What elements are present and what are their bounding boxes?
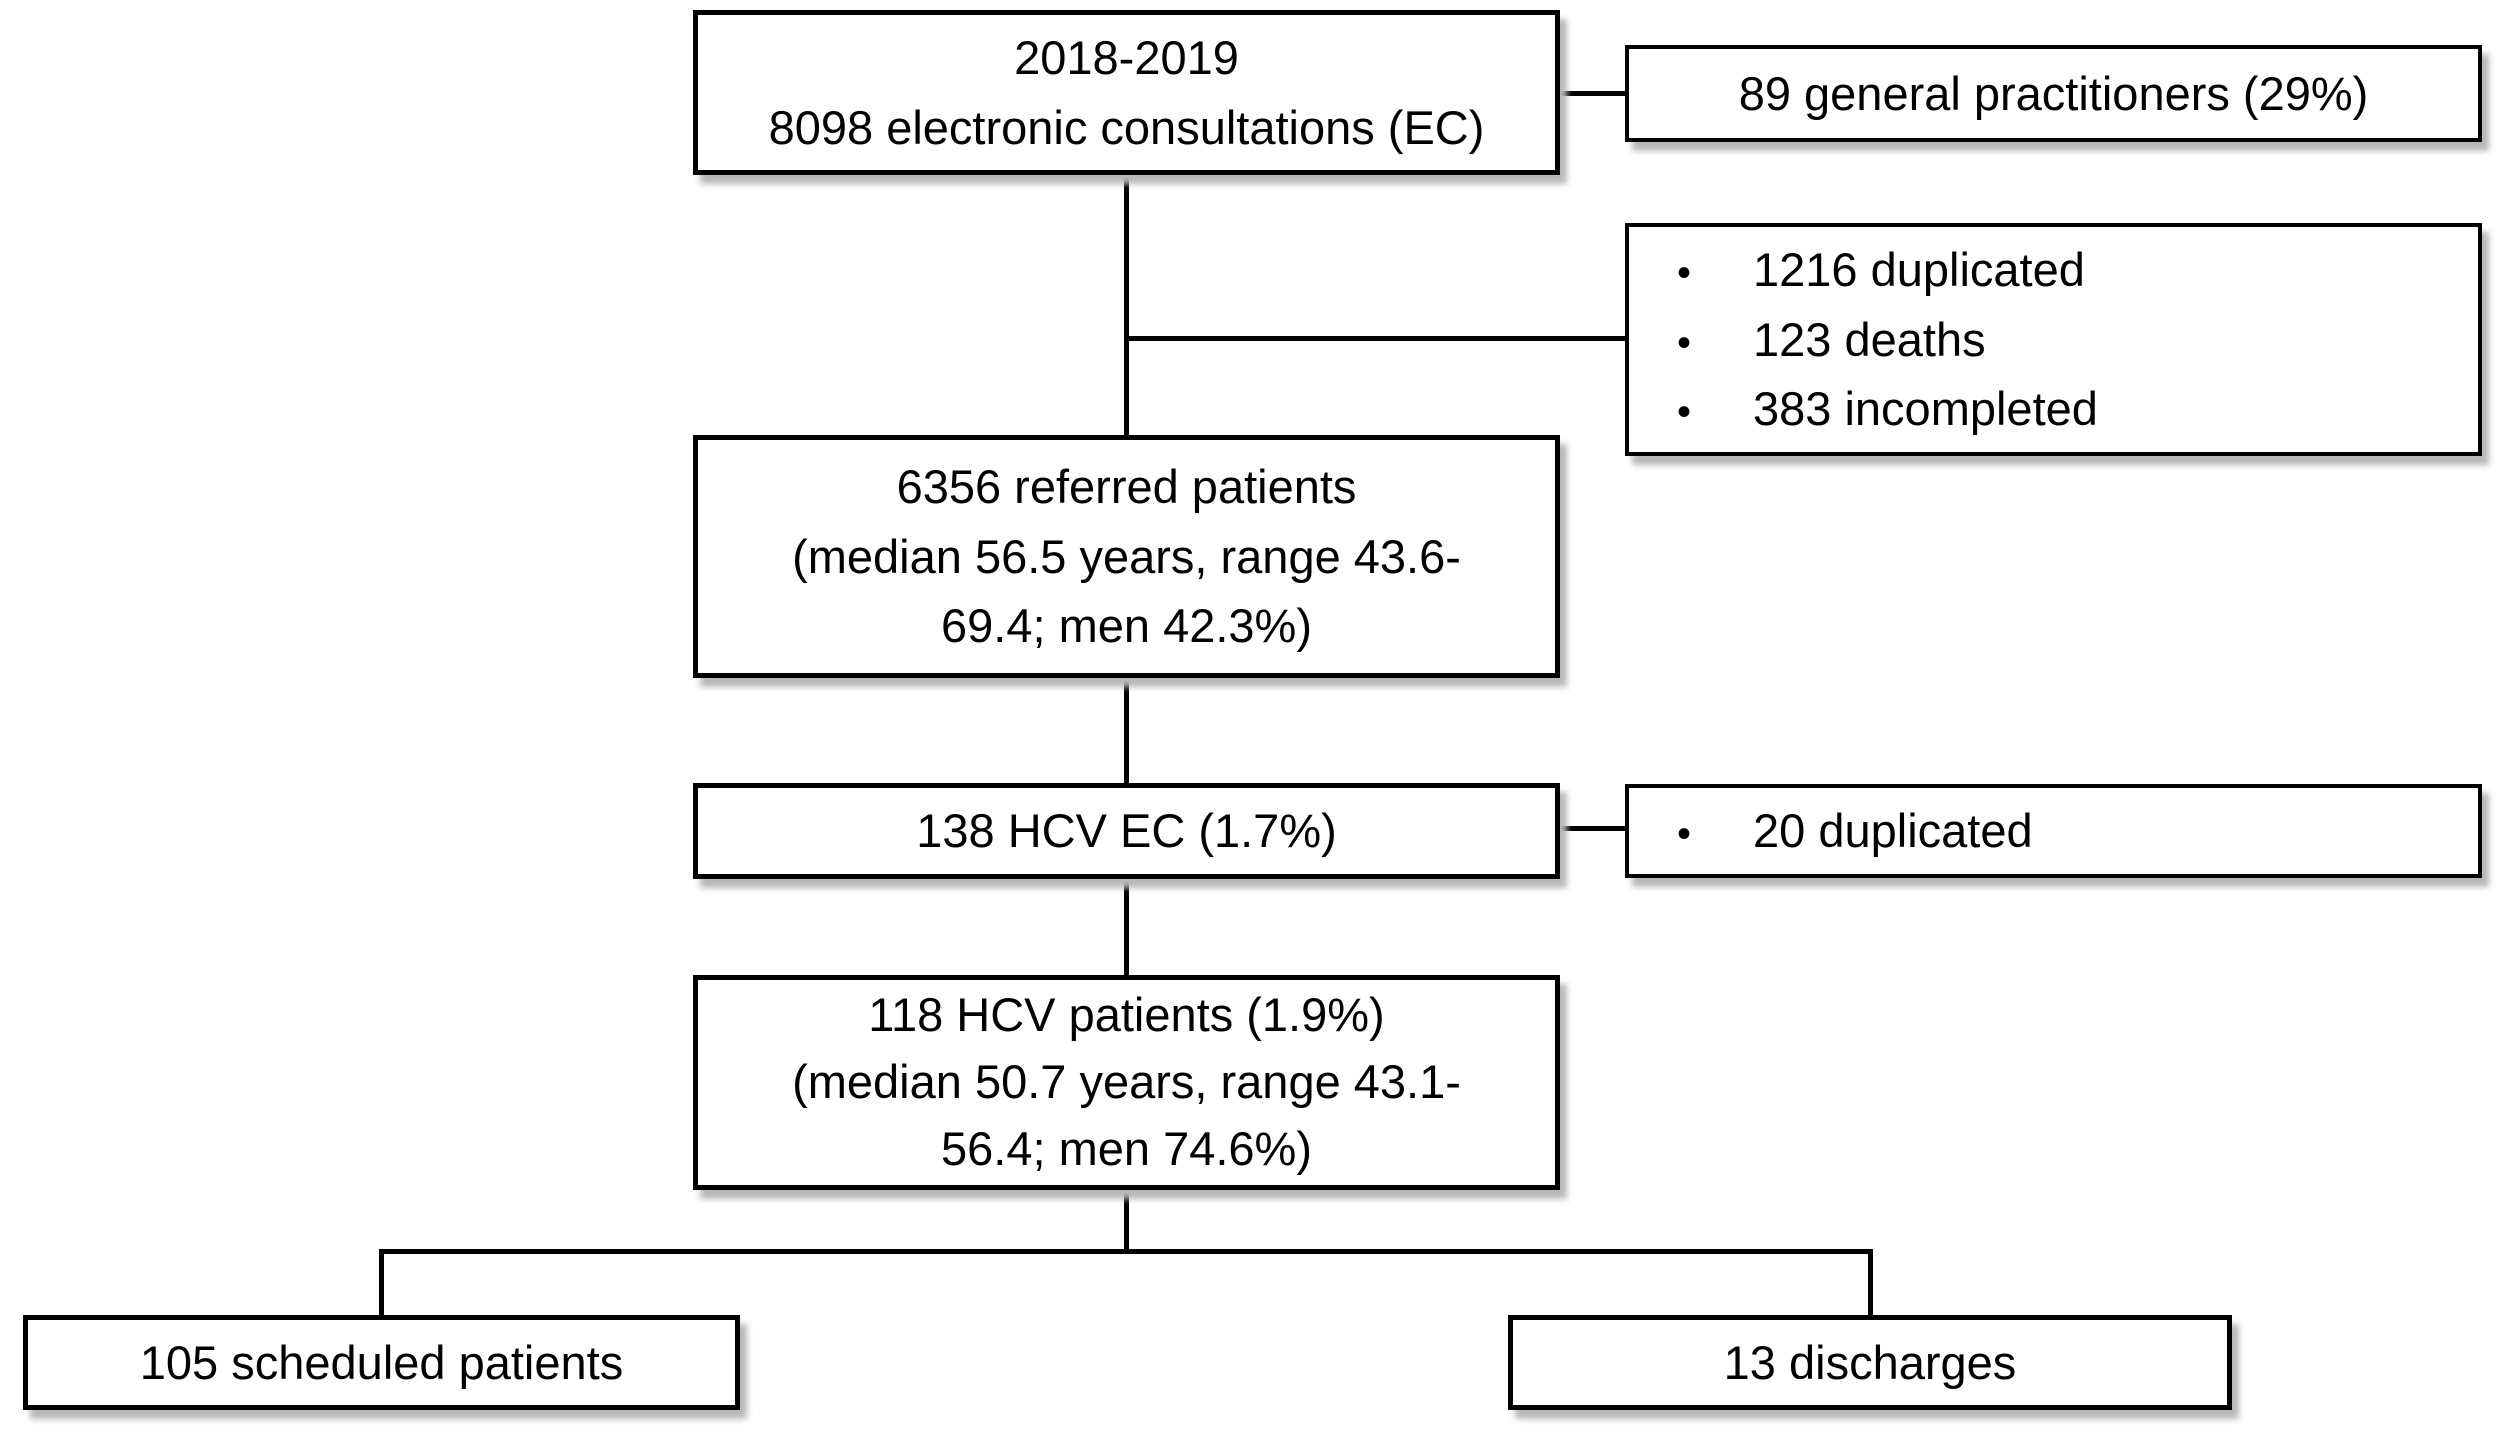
connector-hcv-patients-to-split xyxy=(1124,1190,1129,1253)
exclusion-item-deaths: • 123 deaths xyxy=(1677,305,2478,375)
bullet-icon: • xyxy=(1677,812,1692,857)
referred-median-text: (median 56.5 years, range 43.6- xyxy=(792,529,1461,583)
connector-ec-to-gp xyxy=(1560,91,1625,96)
connector-hcv-ec-to-exclusion-duplicated xyxy=(1560,826,1625,831)
box-electronic-consultations: 2018-2019 8098 electronic consultations … xyxy=(693,10,1560,175)
box-exclusion-hcv-duplicated: • 20 duplicated xyxy=(1625,784,2482,878)
box-discharges: 13 discharges xyxy=(1508,1315,2232,1410)
exclusion-duplicated-text: 1216 duplicated xyxy=(1753,243,2085,297)
referred-range-text: 69.4; men 42.3%) xyxy=(941,599,1312,653)
connector-split-to-scheduled xyxy=(379,1249,384,1315)
connector-split-to-discharges xyxy=(1868,1249,1873,1315)
exclusion-hcv-duplicated-text: 20 duplicated xyxy=(1753,804,2033,858)
connector-branch-to-exclusions-primary xyxy=(1127,336,1625,341)
exclusion-deaths-text: 123 deaths xyxy=(1753,312,1986,366)
referred-count-text: 6356 referred patients xyxy=(896,460,1357,514)
scheduled-patients-text: 105 scheduled patients xyxy=(139,1335,624,1389)
hcv-ec-text: 138 HCV EC (1.7%) xyxy=(916,804,1337,858)
discharges-text: 13 discharges xyxy=(1723,1335,2017,1389)
box-exclusions-primary: • 1216 duplicated • 123 deaths • 383 inc… xyxy=(1625,223,2482,456)
ec-period-text: 2018-2019 xyxy=(1014,30,1239,84)
box-general-practitioners: 89 general practitioners (29%) xyxy=(1625,45,2482,142)
exclusion-incompleted-text: 383 incompleted xyxy=(1753,382,2098,436)
box-scheduled-patients: 105 scheduled patients xyxy=(23,1315,740,1410)
connector-split-horizontal xyxy=(379,1249,1873,1254)
bullet-icon: • xyxy=(1677,320,1692,365)
ec-count-text: 8098 electronic consultations (EC) xyxy=(768,100,1485,154)
connector-hcv-ec-to-hcv-patients xyxy=(1124,879,1129,975)
connector-ec-to-referred xyxy=(1124,175,1129,435)
hcv-patients-count-text: 118 HCV patients (1.9%) xyxy=(868,988,1385,1042)
bullet-icon: • xyxy=(1677,390,1692,435)
connector-referred-to-hcv-ec xyxy=(1124,678,1129,783)
hcv-patients-range-text: 56.4; men 74.6%) xyxy=(941,1121,1312,1175)
box-hcv-ec: 138 HCV EC (1.7%) xyxy=(693,783,1560,879)
exclusion-item-duplicated: • 1216 duplicated xyxy=(1677,235,2478,305)
box-hcv-patients: 118 HCV patients (1.9%) (median 50.7 yea… xyxy=(693,975,1560,1190)
exclusion-item-incompleted: • 383 incompleted xyxy=(1677,374,2478,444)
bullet-icon: • xyxy=(1677,251,1692,296)
general-practitioners-text: 89 general practitioners (29%) xyxy=(1738,66,2369,120)
exclusion-item-hcv-duplicated: • 20 duplicated xyxy=(1677,796,2478,866)
hcv-patients-median-text: (median 50.7 years, range 43.1- xyxy=(792,1055,1461,1109)
box-referred-patients: 6356 referred patients (median 56.5 year… xyxy=(693,435,1560,678)
